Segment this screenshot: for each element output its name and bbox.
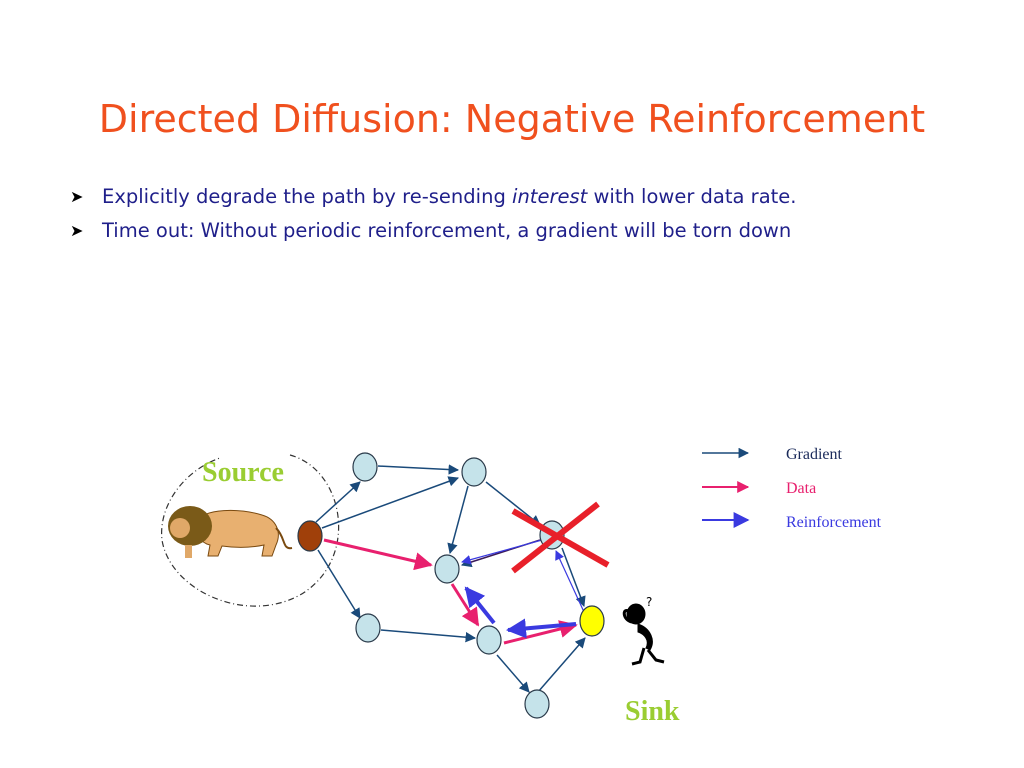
legend: Gradient Data Reinforcement	[702, 446, 882, 531]
gradient-edge	[496, 654, 530, 693]
bullet-item: ➤ Time out: Without periodic reinforceme…	[70, 214, 1010, 248]
lion-icon	[168, 506, 293, 558]
gradient-edge	[561, 547, 586, 607]
legend-data-label: Data	[786, 480, 816, 497]
data-edge	[503, 620, 578, 645]
slide-title: Directed Diffusion: Negative Reinforceme…	[98, 97, 926, 142]
bullet-text: Explicitly degrade the path by re-sendin…	[102, 185, 797, 208]
gradient-edge	[317, 549, 361, 619]
sensor-node	[355, 613, 381, 643]
sensor-node	[434, 554, 460, 584]
data-edge	[450, 583, 480, 627]
arrowhead-bullet-icon: ➤	[70, 221, 84, 240]
gradient-edge	[380, 629, 477, 643]
bullet-list: ➤ Explicitly degrade the path by re-send…	[70, 180, 1010, 248]
gradient-edge	[447, 485, 469, 555]
reinforcement-edge	[506, 618, 577, 639]
legend-gradient-label: Gradient	[786, 446, 843, 463]
sensor-node	[476, 625, 502, 655]
sensor-node	[352, 452, 378, 482]
sensor-node	[524, 689, 550, 719]
reinforcement-edge	[461, 539, 543, 565]
arrowhead-bullet-icon: ➤	[70, 187, 84, 206]
source-node	[297, 520, 323, 552]
reinforcement-edge	[555, 550, 585, 613]
thinking-person-icon: ?	[622, 595, 665, 666]
legend-reinforcement-label: Reinforcement	[786, 514, 882, 531]
sink-label: Sink	[625, 696, 680, 727]
gradient-edge	[377, 464, 460, 475]
gradient-edge	[321, 476, 459, 529]
gradient-edge	[537, 637, 586, 693]
data-edge	[323, 538, 433, 571]
bullet-text: Time out: Without periodic reinforcement…	[102, 219, 792, 242]
reinforcement-edge	[464, 586, 496, 625]
svg-text:?: ?	[646, 595, 652, 609]
gradient-edge	[315, 481, 361, 523]
network-nodes	[297, 452, 605, 719]
cross-mark-icon	[511, 501, 610, 574]
sink-node	[579, 605, 605, 637]
bullet-item: ➤ Explicitly degrade the path by re-send…	[70, 180, 1010, 214]
source-label: Source	[202, 457, 284, 488]
reinforcement-edges	[461, 539, 585, 639]
sensor-node	[461, 457, 487, 487]
